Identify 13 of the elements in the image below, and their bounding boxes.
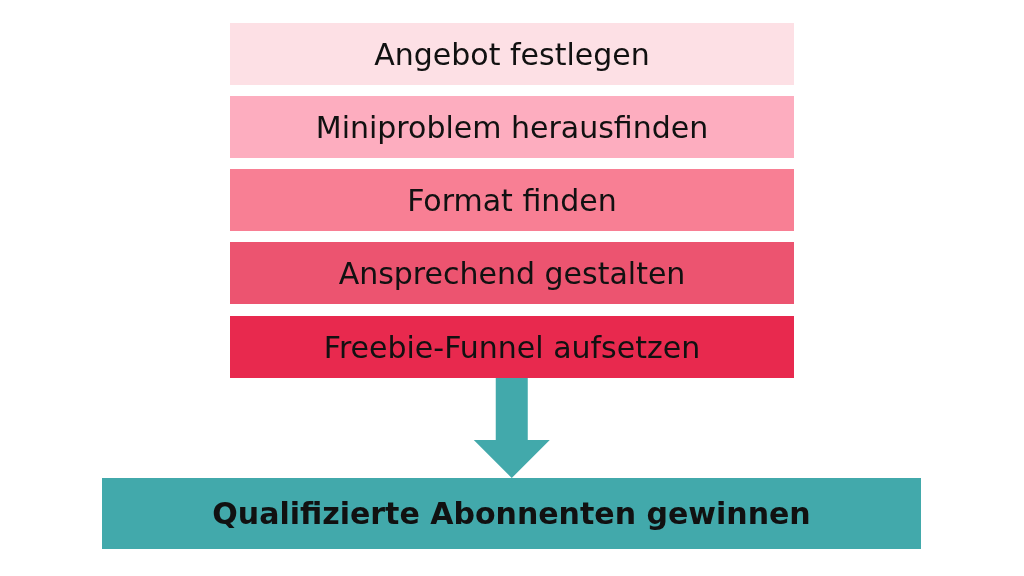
- step-bar: [230, 242, 794, 304]
- step-bar: [230, 23, 794, 85]
- result-box: [102, 478, 921, 549]
- step-label: Qualifizierte Abonnenten gewinnen: [212, 496, 811, 531]
- step-label: Ansprechend gestalten: [338, 255, 686, 291]
- step-label: Freebie-Funnel aufsetzen: [323, 329, 701, 365]
- step-bar: [230, 169, 794, 231]
- step-label: Miniproblem herausfinden: [315, 109, 709, 145]
- step-bar: [230, 316, 794, 378]
- step-label: Format finden: [407, 182, 617, 218]
- step-label: Angebot festlegen: [374, 36, 650, 72]
- step-bar: [230, 96, 794, 158]
- block-arrow: [473, 378, 550, 478]
